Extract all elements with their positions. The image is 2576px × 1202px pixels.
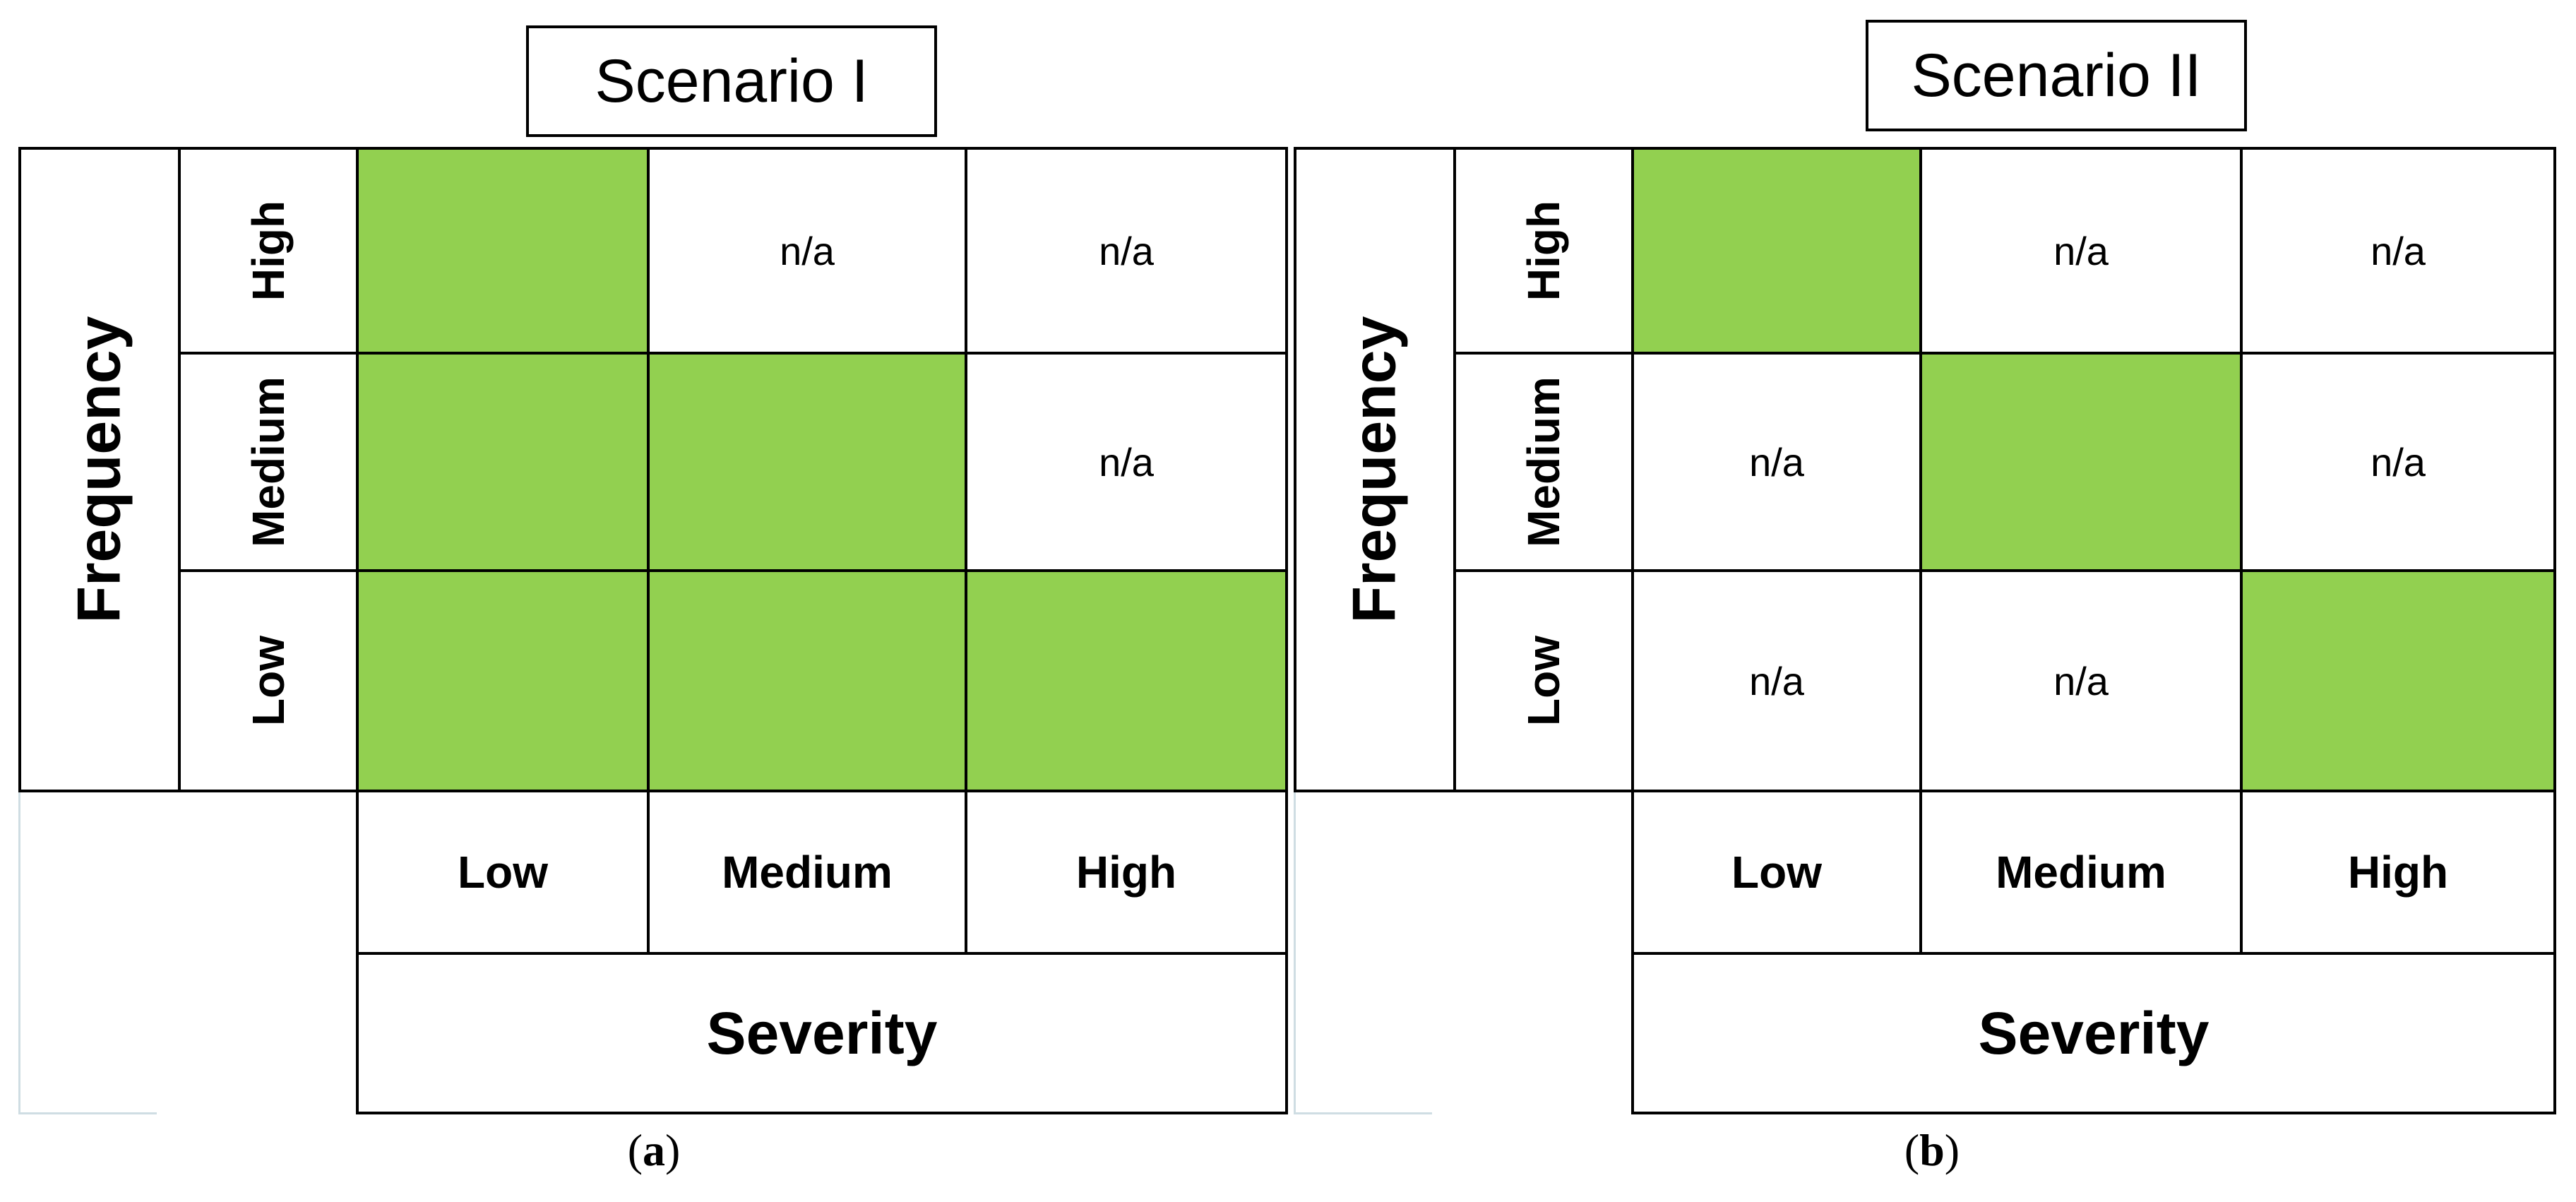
cell-value: n/a	[2053, 228, 2109, 273]
matrix-cell	[1631, 147, 1922, 355]
row-label-low: Low	[1518, 636, 1569, 726]
col-label-cell-medium: Medium	[647, 790, 967, 955]
col-label-cell-medium: Medium	[1919, 790, 2243, 955]
caption-letter: b	[1919, 1125, 1945, 1175]
panel-scenario-2: Scenario II Frequency High Medium Low n/…	[1278, 0, 2556, 1202]
row-label-cell-low: Low	[1453, 569, 1634, 792]
matrix-cell: n/a	[1919, 569, 2243, 792]
row-label-cell-medium: Medium	[1453, 352, 1634, 572]
cell-value: n/a	[2053, 658, 2109, 703]
row-label-cell-high: High	[178, 147, 359, 355]
panel-caption: (b)	[1904, 1125, 1960, 1175]
row-label-cell-high: High	[1453, 147, 1634, 355]
matrix-cell	[356, 147, 650, 355]
col-label-cell-low: Low	[356, 790, 650, 955]
cell-value: n/a	[2371, 439, 2426, 484]
row-label-high: High	[1518, 200, 1569, 302]
matrix-cell	[356, 569, 650, 792]
x-axis-label: Severity	[1978, 999, 2210, 1066]
cell-value: n/a	[1749, 658, 1804, 703]
col-label-low: Low	[1731, 847, 1822, 898]
panel-title: Scenario II	[1866, 20, 2247, 131]
matrix-cell: n/a	[1631, 352, 1922, 572]
x-axis-label: Severity	[706, 999, 938, 1066]
row-label-medium: Medium	[243, 376, 294, 547]
matrix-cell	[1919, 352, 2243, 572]
matrix-cell	[2240, 569, 2556, 792]
row-label-high: High	[243, 200, 294, 302]
col-label-high: High	[2347, 847, 2449, 898]
col-label-medium: Medium	[722, 847, 893, 898]
panel-caption: (a)	[627, 1125, 681, 1175]
caption-letter: a	[643, 1125, 665, 1175]
matrix-cell: n/a	[965, 352, 1288, 572]
cell-value: n/a	[780, 228, 835, 273]
col-label-cell-high: High	[965, 790, 1288, 955]
frame-corner	[1294, 790, 1432, 1114]
panel-scenario-1: Scenario I Frequency High Medium Low n/a…	[0, 0, 1288, 1202]
frame-corner	[18, 790, 157, 1114]
matrix-cell	[647, 569, 967, 792]
x-axis-label-cell: Severity	[356, 952, 1288, 1114]
col-label-cell-low: Low	[1631, 790, 1922, 955]
panel-title: Scenario I	[526, 25, 937, 137]
col-label-high: High	[1075, 847, 1177, 898]
row-label-medium: Medium	[1518, 376, 1569, 547]
col-label-low: Low	[458, 847, 548, 898]
row-label-low: Low	[243, 636, 294, 726]
col-label-cell-high: High	[2240, 790, 2556, 955]
matrix-cell: n/a	[1919, 147, 2243, 355]
y-axis-label: Frequency	[65, 316, 133, 624]
matrix-cell: n/a	[647, 147, 967, 355]
col-label-medium: Medium	[1996, 847, 2166, 898]
matrix-cell	[356, 352, 650, 572]
matrix-cell: n/a	[1631, 569, 1922, 792]
matrix-cell: n/a	[965, 147, 1288, 355]
matrix-cell	[965, 569, 1288, 792]
row-label-cell-medium: Medium	[178, 352, 359, 572]
y-axis-label-cell: Frequency	[18, 147, 181, 792]
y-axis-label: Frequency	[1340, 316, 1409, 624]
x-axis-label-cell: Severity	[1631, 952, 2556, 1114]
matrix-cell	[647, 352, 967, 572]
cell-value: n/a	[1099, 439, 1154, 484]
matrix-cell: n/a	[2240, 147, 2556, 355]
y-axis-label-cell: Frequency	[1294, 147, 1456, 792]
row-label-cell-low: Low	[178, 569, 359, 792]
cell-value: n/a	[1099, 228, 1154, 273]
cell-value: n/a	[1749, 439, 1804, 484]
matrix-cell: n/a	[2240, 352, 2556, 572]
cell-value: n/a	[2371, 228, 2426, 273]
